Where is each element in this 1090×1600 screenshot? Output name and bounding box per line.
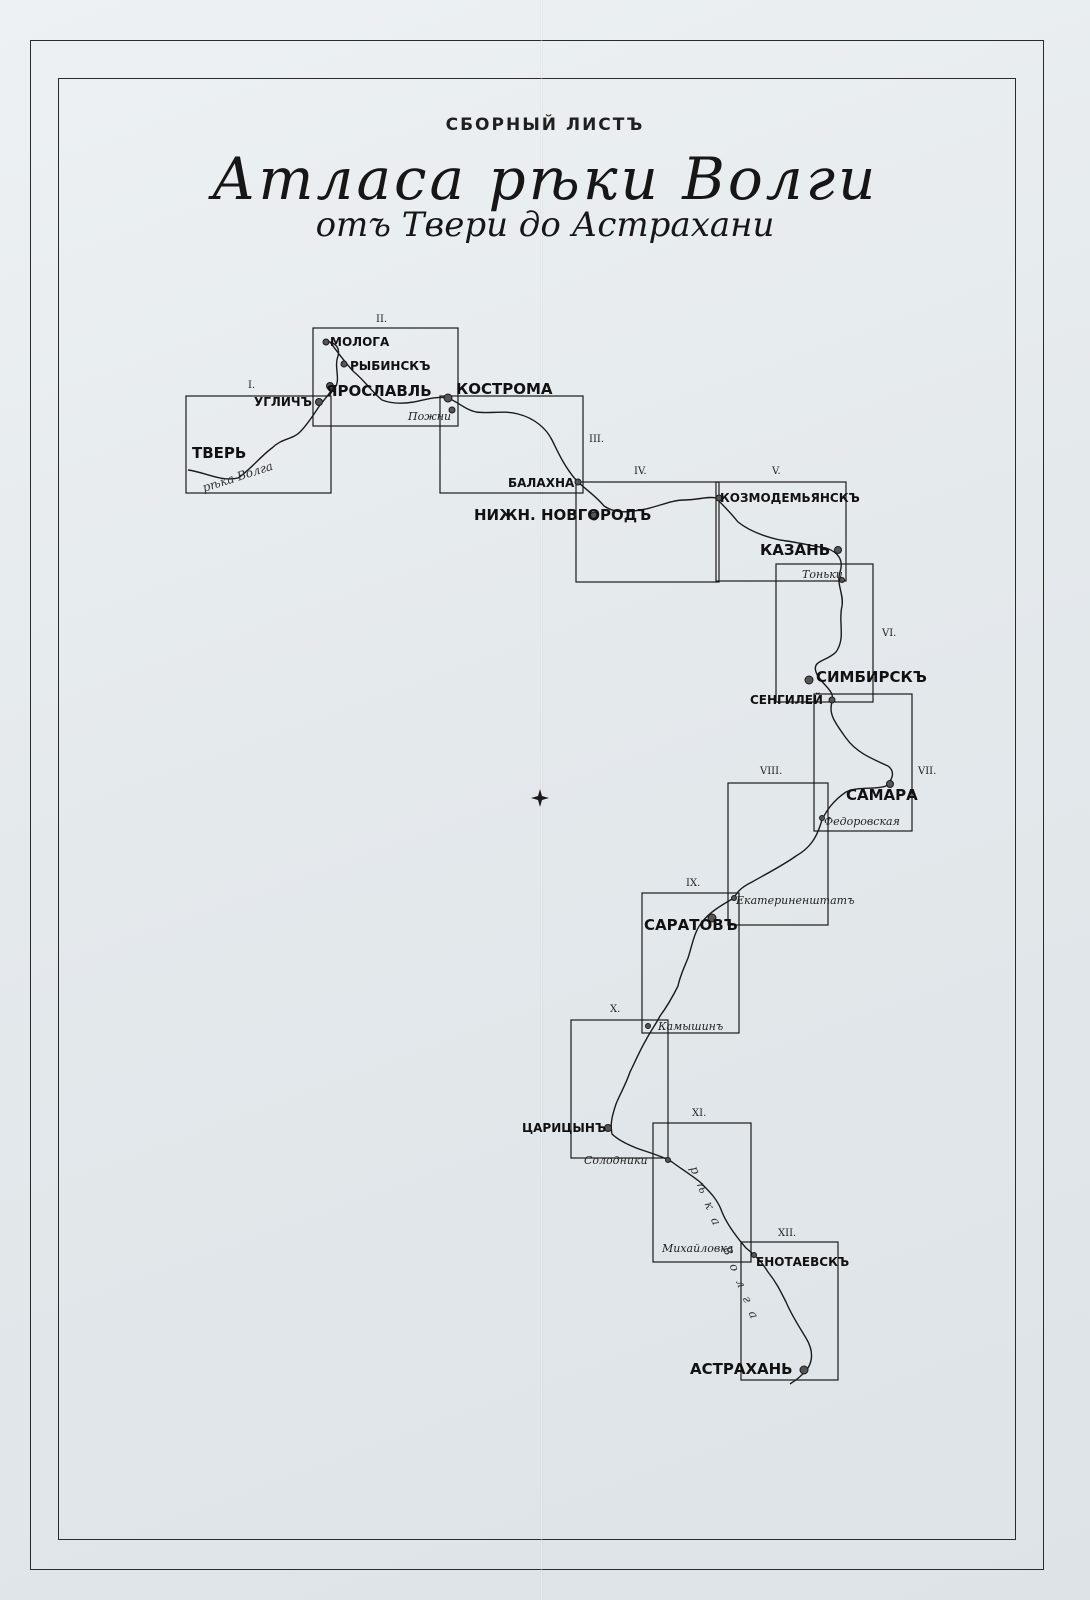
marker-kostroma [443, 393, 453, 403]
marker-kozmodemyansk [715, 494, 723, 502]
sheet-rect-X[interactable] [570, 1019, 669, 1159]
title-line-1: СБОРНЫЙ ЛИСТЪ [445, 115, 645, 135]
sheet-num-X: X. [610, 1004, 620, 1015]
label-fedorovskaya: Федоровская [824, 815, 900, 828]
sheet-rect-XII[interactable] [740, 1241, 839, 1381]
label-saratov: САРАТОВЪ [644, 916, 738, 934]
sheet-rect-I[interactable] [185, 395, 332, 494]
sheet-rect-III[interactable] [439, 395, 584, 494]
label-enotaevsk: ЕНОТАЕВСКЪ [756, 1255, 849, 1269]
town-markers [315, 338, 894, 1375]
sheet-num-VII: VII. [917, 766, 936, 777]
sheet-num-IX: IX. [686, 878, 700, 889]
marker-kazan [834, 546, 842, 554]
marker-simbirsk [804, 675, 814, 685]
label-tsaritsyn: ЦАРИЦЫНЪ [522, 1121, 606, 1135]
sheet-rect-IV[interactable] [575, 481, 720, 583]
town-labels: ТВЕРЬ УГЛИЧЪ МОЛОГА РЫБИНСКЪ ЯРОСЛАВЛЬ К… [192, 335, 927, 1378]
compass-star-icon [531, 789, 549, 807]
label-soldniki: Солодники [584, 1154, 648, 1167]
sheet-num-II: II. [376, 314, 387, 325]
sheet-rect-XI[interactable] [652, 1122, 752, 1263]
label-balakhna: БАЛАХНА [508, 476, 575, 490]
marker-saratov [707, 913, 717, 923]
label-mikhailovka: Михайловка [661, 1242, 733, 1255]
sheet-rect-VII[interactable] [813, 693, 913, 832]
sheet-num-XII: XII. [778, 1228, 796, 1239]
title-line-2: Атласа рѣки Волги [211, 145, 879, 213]
marker-mologa [322, 338, 330, 346]
marker-fedorovskaya [819, 815, 825, 821]
marker-tsaritsyn [604, 1124, 612, 1132]
sheet-grid [185, 327, 913, 1381]
marker-kamyshin [645, 1023, 651, 1029]
label-samara: САМАРА [846, 786, 918, 804]
marker-nizhny [589, 511, 599, 521]
marker-pozhni [448, 406, 456, 414]
label-astrakhan: АСТРАХАНЬ [690, 1360, 793, 1378]
inner-frame [58, 78, 1016, 1540]
sheet-num-I: I. [248, 380, 255, 391]
label-tonki: Тоньки [802, 568, 843, 581]
marker-yaroslavl [326, 382, 334, 390]
label-pozhni: Пожни [407, 410, 451, 423]
label-rybinsk: РЫБИНСКЪ [350, 359, 430, 373]
marker-soldniki [665, 1157, 671, 1163]
sheet-num-VIII: VIII. [759, 766, 782, 777]
label-kozmodemyansk: КОЗМОДЕМЬЯНСКЪ [720, 491, 860, 505]
marker-uglich [315, 398, 323, 406]
sheet-num-VI: VI. [881, 628, 896, 639]
marker-ekaterinenshtat [731, 895, 737, 901]
sheet-num-V: V. [771, 466, 781, 477]
sheet-rect-IX[interactable] [641, 892, 740, 1034]
sheet-num-III: III. [589, 434, 604, 445]
river-label-upper: рѣка Волга [201, 459, 275, 495]
marker-sengiley [828, 696, 836, 704]
label-kazan: КАЗАНЬ [760, 541, 830, 559]
label-tver: ТВЕРЬ [192, 444, 246, 462]
marker-rybinsk [340, 360, 348, 368]
label-yaroslavl: ЯРОСЛАВЛЬ [326, 382, 432, 400]
outer-frame [30, 40, 1044, 1570]
marker-astrakhan [799, 1365, 809, 1375]
label-kostroma: КОСТРОМА [456, 380, 553, 398]
marker-tonki [839, 577, 845, 583]
marker-enotaevsk [751, 1252, 757, 1258]
sheet-num-XI: XI. [692, 1108, 706, 1119]
label-sengiley: СЕНГИЛЕЙ [750, 692, 823, 707]
sheet-rect-VIII[interactable] [727, 782, 829, 926]
label-nizhny: НИЖН. НОВГОРОДЪ [474, 506, 651, 524]
label-kamyshin: Камышинъ [657, 1020, 723, 1033]
sheet-numbers: I. II. III. IV. V. VI. VII. VIII. IX. X.… [248, 314, 936, 1239]
marker-samara [886, 780, 894, 788]
label-mologa: МОЛОГА [330, 335, 390, 349]
volga-river [187, 340, 894, 1385]
sheet-rect-II[interactable] [312, 327, 459, 427]
title-line-3: отъ Твери до Астрахани [315, 205, 775, 245]
marker-balakhna [574, 478, 582, 486]
label-uglich: УГЛИЧЪ [254, 395, 312, 409]
sheet-rect-VI[interactable] [775, 563, 874, 703]
label-simbirsk: СИМБИРСКЪ [816, 668, 927, 686]
sheet-rect-V[interactable] [715, 481, 847, 582]
label-ekaterinenshtat: Екатериненштатъ [735, 894, 854, 907]
sheet-num-IV: IV. [634, 466, 647, 477]
